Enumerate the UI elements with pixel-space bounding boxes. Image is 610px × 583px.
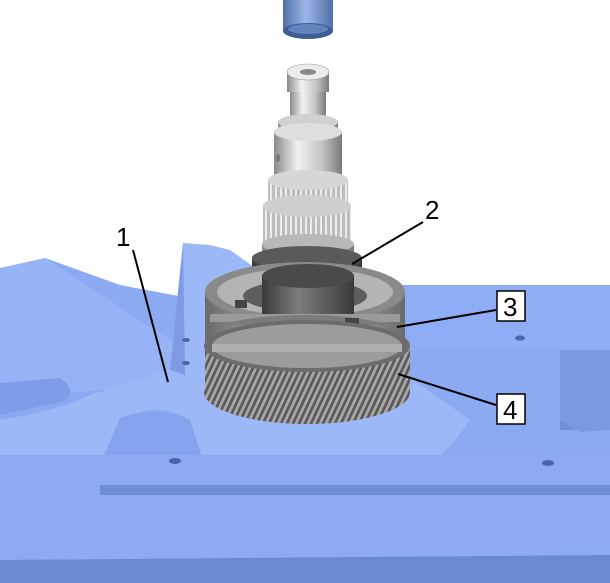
callout-3-box: [496, 290, 526, 322]
callout-1-label: 1: [116, 222, 130, 252]
leader-line-3: [396, 309, 497, 328]
leader-line-2: [351, 221, 424, 265]
callout-4-label: 4: [503, 395, 517, 425]
leader-line-1: [132, 249, 169, 383]
callout-3-label: 3: [503, 292, 517, 322]
callout-4: 4: [496, 393, 526, 425]
callout-2: 2: [425, 195, 439, 225]
press-ram: [283, 0, 333, 39]
leader-lines: [132, 221, 497, 406]
callout-3: 3: [496, 290, 526, 322]
input-shaft: [252, 63, 362, 276]
helical-gear: [204, 320, 410, 424]
callout-4-box: [496, 393, 526, 425]
leader-line-4: [397, 373, 497, 406]
callout-2-label: 2: [425, 195, 439, 225]
callout-1: 1: [116, 222, 130, 252]
